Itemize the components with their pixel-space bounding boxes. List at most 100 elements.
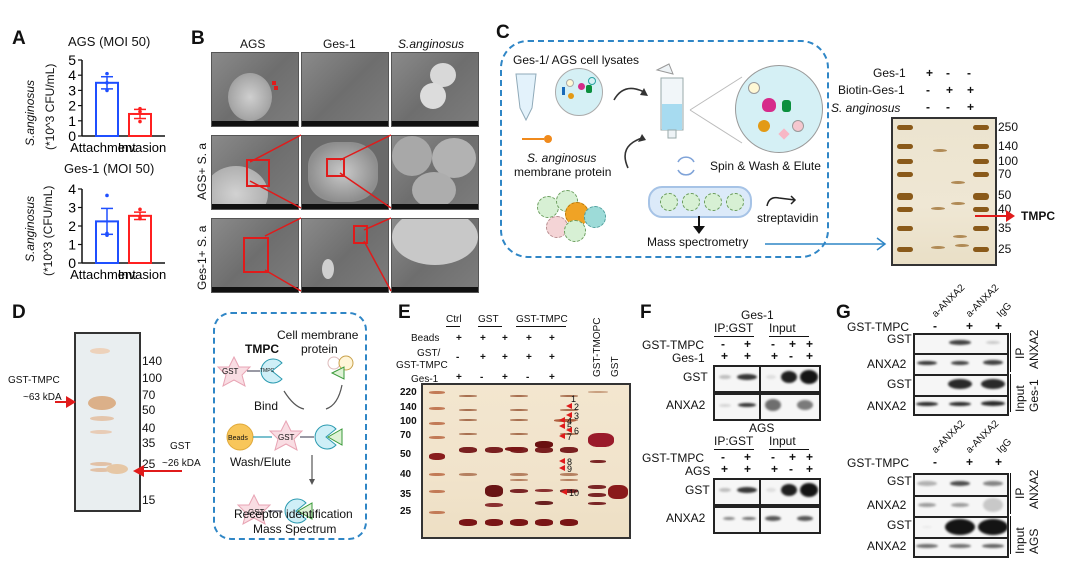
protein-dot: [792, 120, 804, 132]
well-icon: [726, 193, 744, 211]
bracket-input: [1010, 374, 1011, 412]
well-icon: [682, 193, 700, 211]
band-number: 3: [574, 411, 580, 421]
pulldown-illustration: [216, 355, 354, 526]
gel-band: [90, 468, 112, 472]
blot-label: ANXA2: [867, 539, 907, 553]
beads-glyph: Beads: [228, 435, 248, 442]
bacterium-shape: [322, 259, 334, 279]
zoom-line: [249, 134, 302, 163]
mw-marker: 40: [400, 469, 412, 480]
blot-label: GST: [887, 332, 912, 346]
blot-band: [981, 378, 1005, 389]
sem-image-attach-closeup: [391, 218, 479, 293]
mw-marker: 35: [142, 436, 156, 450]
gel-band: [459, 419, 477, 421]
side-label-input: Input: [1013, 385, 1027, 412]
condition-sign: +: [995, 319, 1003, 333]
condition-sign: +: [549, 352, 555, 363]
condition-sign: +: [456, 333, 462, 344]
coomassie-gel-d: [74, 332, 141, 512]
zoom-line: [264, 269, 302, 292]
blot-anxa2: [913, 353, 1009, 376]
red-arrowhead: [566, 403, 572, 409]
group-underline: [446, 326, 460, 327]
condition-sign: +: [806, 337, 814, 351]
scale-bar: [302, 287, 388, 292]
zoom-box: [326, 158, 345, 177]
group-underline: [516, 326, 566, 327]
blot-band: [983, 480, 1003, 486]
condition-sign: +: [789, 337, 797, 351]
protein-dot: [762, 98, 776, 112]
condition-sign: +: [549, 372, 555, 383]
band-number: 8: [567, 457, 573, 467]
blot-band: [951, 503, 969, 507]
condition-sign: +: [744, 349, 752, 363]
data-point: [105, 71, 109, 76]
gel-band: [429, 407, 445, 410]
condition-sign: +: [967, 100, 975, 114]
blot-anxa2-input: [759, 393, 821, 421]
well-icon: [660, 193, 678, 211]
protein-label: membrane protein: [514, 165, 612, 179]
protein-dot: [566, 79, 574, 87]
gel-band: [588, 433, 614, 447]
streptavidin-label: streptavidin: [757, 211, 819, 225]
marker-band: [897, 159, 913, 164]
mw-marker: 70: [142, 388, 156, 402]
gel-band: [429, 453, 445, 460]
y-tick-label: 1: [68, 113, 76, 129]
down-arrow-icon: [693, 216, 705, 234]
gst-tmpc-size: ~63 kDA: [23, 392, 62, 403]
data-point: [138, 109, 142, 114]
condition-sign: -: [771, 450, 775, 464]
protein-dot: [782, 100, 791, 112]
sem-image-sa-closeup: [391, 135, 479, 210]
sem-image-ges1-sa: [301, 135, 389, 210]
band-number: 7: [567, 432, 573, 442]
sem-image-ges1: [301, 52, 389, 127]
group-label: Ctrl: [446, 314, 462, 325]
blot-band: [719, 488, 731, 492]
y-tick-label: 2: [68, 218, 76, 234]
condition-sign: -: [789, 462, 793, 476]
gel-band: [590, 460, 606, 463]
blot-label: GST: [887, 518, 912, 532]
condition-sign: -: [526, 372, 530, 383]
silver-stained-gel-c: [891, 117, 997, 266]
condition-sign: +: [771, 349, 779, 363]
bacterium-shape: [412, 172, 456, 208]
blot-band: [918, 503, 936, 507]
blot-band: [800, 483, 818, 497]
blot-label: GST: [887, 377, 912, 391]
gst-label: GST: [170, 441, 191, 452]
silver-stained-gel-e: [421, 383, 631, 539]
chart-title: AGS (MOI 50): [68, 34, 151, 49]
condition-sign: -: [926, 83, 930, 97]
bracket-input: [1010, 516, 1011, 554]
condition-sign: +: [806, 462, 814, 476]
condition-sign: +: [456, 372, 462, 383]
ms-label: Mass spectrometry: [647, 235, 749, 249]
zoom-box: [243, 237, 269, 273]
lysate-circle: [555, 68, 603, 116]
zoom-lines: [689, 76, 743, 144]
mw-marker: 100: [142, 371, 163, 385]
blot-anxa2: [913, 395, 1009, 416]
y-tick-label: 3: [68, 200, 76, 216]
zoom-line: [363, 240, 392, 292]
condition-sign: +: [926, 66, 934, 80]
blot-gst-input: [759, 365, 821, 393]
blot-label: ANXA2: [867, 399, 907, 413]
mass-spectrum-label: Mass Spectrum: [253, 522, 337, 536]
gel-band: [510, 473, 528, 476]
blot-band: [978, 518, 1007, 535]
mw-marker: 35: [998, 221, 1012, 235]
y-tick-label: 4: [68, 181, 76, 197]
bacterium-shape: [392, 219, 478, 265]
row-label: Ges-1: [672, 351, 705, 365]
panel-label-d: D: [12, 302, 26, 323]
blot-band: [983, 498, 1003, 512]
data-point: [138, 119, 142, 124]
